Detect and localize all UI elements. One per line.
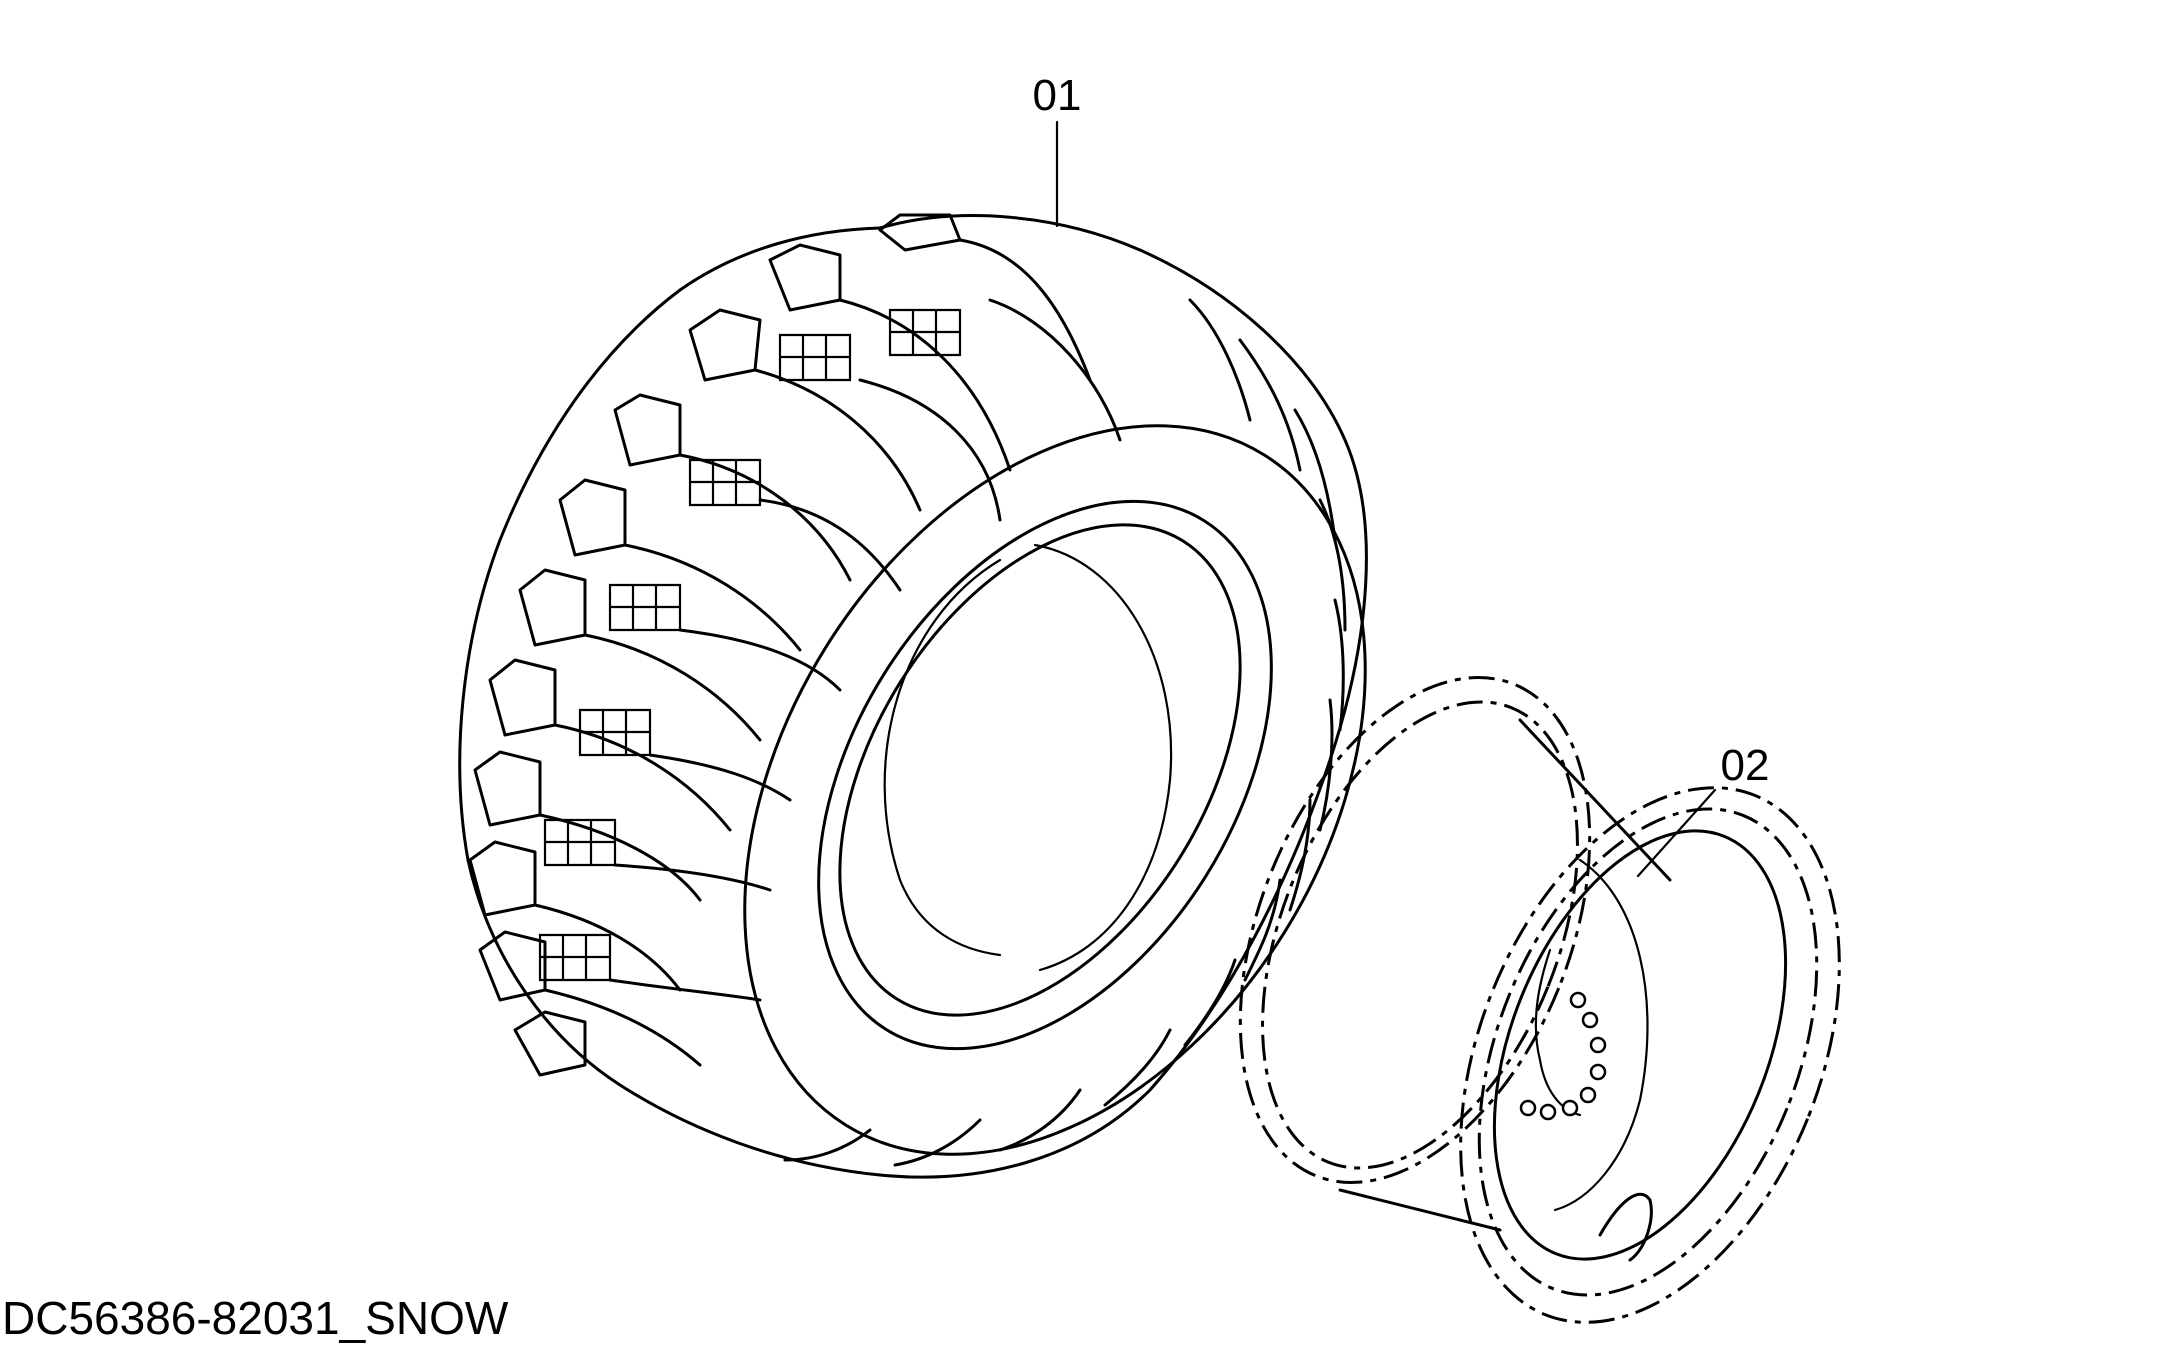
callout-label-01: 01 — [1033, 71, 1082, 120]
rim-barrel-bottom — [1338, 1188, 1502, 1232]
tire-inner-opening — [838, 523, 1242, 1017]
rim-front-flange — [1459, 786, 1841, 1324]
rim-front-face — [1492, 829, 1788, 1261]
rim-front-flange-inner — [1477, 807, 1819, 1297]
tire-outer-outline — [458, 214, 1368, 1179]
rim-bolt-holes — [1519, 991, 1607, 1121]
rim-well-line — [1553, 858, 1649, 1212]
tire-tread-blocks — [538, 308, 962, 982]
tire-tread-lugs — [468, 213, 962, 1077]
rim-back-flange-inner — [1261, 700, 1579, 1170]
tire-bead-ring — [817, 499, 1273, 1051]
rim-back-flange — [1238, 676, 1592, 1184]
callout-leader-02 — [1636, 788, 1717, 878]
tire-inner-rim-line-2 — [1033, 543, 1173, 972]
tire-shoulder-lugs — [783, 298, 1347, 1167]
rim-barrel-top — [1518, 718, 1672, 882]
rim-valve-notch — [1598, 1192, 1653, 1262]
tire-illustration — [458, 213, 1368, 1179]
tire-sidewall-outer — [743, 424, 1367, 1156]
tire-tread-grooves — [533, 238, 1122, 1067]
tire-inner-rim-line — [883, 558, 1002, 957]
callout-label-02: 02 — [1721, 741, 1770, 790]
rim-center-disc — [1534, 948, 1582, 1117]
drawing-code: DC56386-82031_SNOW — [2, 1292, 509, 1344]
wheel-rim-illustration — [1238, 676, 1841, 1324]
